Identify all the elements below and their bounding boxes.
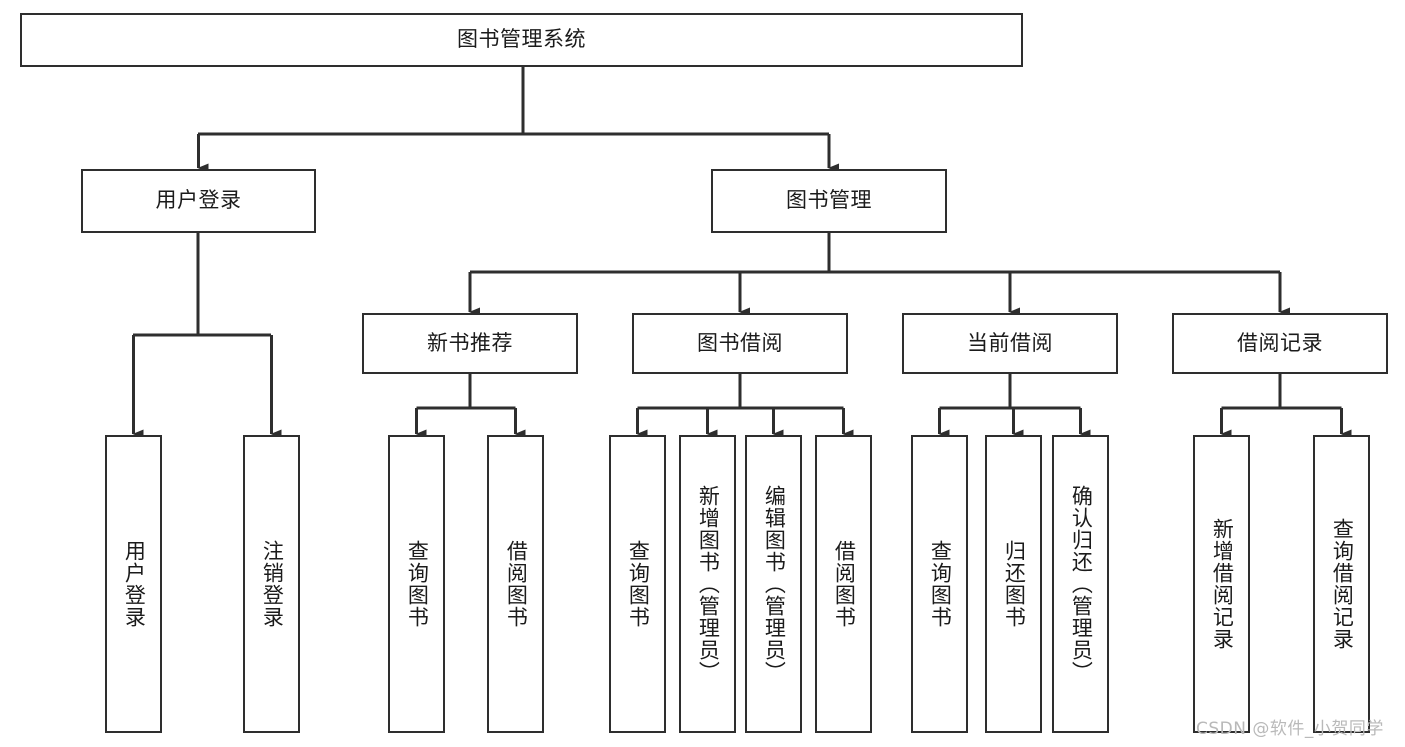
node-root-label: 图书管理系统 [457, 27, 586, 52]
node-leaf-user-logout-label: 注销登录 [260, 540, 285, 628]
node-leaf-add-book-label: 新增图书（管理员） [696, 485, 721, 683]
node-leaf-return-book-label: 归还图书 [1002, 540, 1027, 628]
node-user-login-label: 用户登录 [155, 188, 242, 213]
node-leaf-borrow-book[interactable]: 借阅图书 [815, 435, 872, 733]
node-book-borrow[interactable]: 图书借阅 [632, 313, 848, 374]
node-leaf-query-book-cur[interactable]: 查询图书 [911, 435, 968, 733]
node-root[interactable]: 图书管理系统 [20, 13, 1023, 67]
node-leaf-query-book-rec-label: 查询图书 [405, 540, 430, 628]
node-leaf-query-book-borrow[interactable]: 查询图书 [609, 435, 666, 733]
node-leaf-confirm-return-label: 确认归还（管理员） [1069, 485, 1094, 683]
node-current-borrow-label: 当前借阅 [967, 330, 1053, 355]
node-leaf-borrow-book-rec-label: 借阅图书 [504, 540, 529, 628]
node-leaf-query-book-rec[interactable]: 查询图书 [388, 435, 445, 733]
node-leaf-query-book-cur-label: 查询图书 [928, 540, 953, 628]
node-leaf-confirm-return[interactable]: 确认归还（管理员） [1052, 435, 1109, 733]
node-borrow-record[interactable]: 借阅记录 [1172, 313, 1388, 374]
node-leaf-user-login[interactable]: 用户登录 [105, 435, 162, 733]
node-borrow-record-label: 借阅记录 [1237, 330, 1323, 355]
node-leaf-borrow-book-label: 借阅图书 [832, 540, 857, 628]
node-book-manage[interactable]: 图书管理 [711, 169, 947, 233]
node-leaf-user-login-label: 用户登录 [122, 540, 147, 628]
node-book-manage-label: 图书管理 [786, 188, 872, 213]
node-leaf-add-book[interactable]: 新增图书（管理员） [679, 435, 736, 733]
node-book-borrow-label: 图书借阅 [697, 330, 783, 355]
node-user-login[interactable]: 用户登录 [81, 169, 316, 233]
node-leaf-user-logout[interactable]: 注销登录 [243, 435, 300, 733]
node-leaf-return-book[interactable]: 归还图书 [985, 435, 1042, 733]
node-leaf-add-borrow-record[interactable]: 新增借阅记录 [1193, 435, 1250, 733]
node-new-book-recommend-label: 新书推荐 [427, 330, 513, 355]
node-leaf-query-borrow-record-label: 查询借阅记录 [1330, 518, 1355, 650]
node-leaf-query-book-borrow-label: 查询图书 [626, 540, 651, 628]
node-leaf-edit-book[interactable]: 编辑图书（管理员） [745, 435, 802, 733]
node-leaf-add-borrow-record-label: 新增借阅记录 [1210, 518, 1235, 650]
node-leaf-edit-book-label: 编辑图书（管理员） [762, 485, 787, 683]
node-new-book-recommend[interactable]: 新书推荐 [362, 313, 578, 374]
node-leaf-query-borrow-record[interactable]: 查询借阅记录 [1313, 435, 1370, 733]
node-leaf-borrow-book-rec[interactable]: 借阅图书 [487, 435, 544, 733]
node-current-borrow[interactable]: 当前借阅 [902, 313, 1118, 374]
